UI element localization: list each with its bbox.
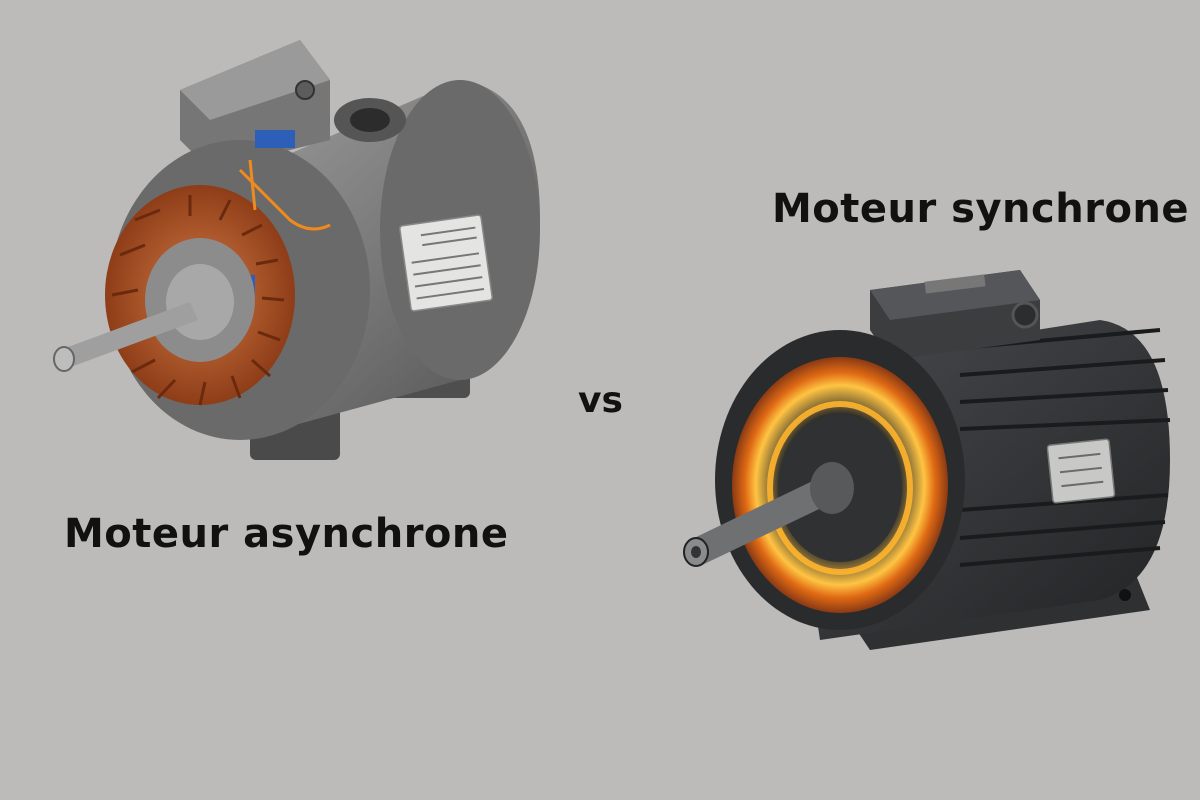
asynchronous-motor-illustration (53, 40, 540, 460)
lifting-eye (1011, 301, 1039, 329)
rotor-hub (166, 264, 234, 340)
synchronous-motor-illustration (683, 270, 1171, 650)
rotor-hub (810, 462, 854, 514)
shaft (60, 302, 198, 368)
lead-wires (238, 168, 331, 231)
terminal-label (924, 274, 986, 294)
asynchronous-motor-label: Moteur asynchrone (64, 511, 509, 557)
synchronous-motor-label: Moteur synchrone (772, 186, 1190, 232)
versus-label: vs (578, 380, 623, 421)
glow-ring (767, 401, 913, 575)
cable-gland (295, 80, 315, 100)
nameplate (1046, 438, 1116, 504)
insulation-slot (255, 130, 295, 148)
shaft (690, 475, 838, 565)
nameplate (399, 214, 493, 312)
cooling-fins (959, 328, 1171, 567)
